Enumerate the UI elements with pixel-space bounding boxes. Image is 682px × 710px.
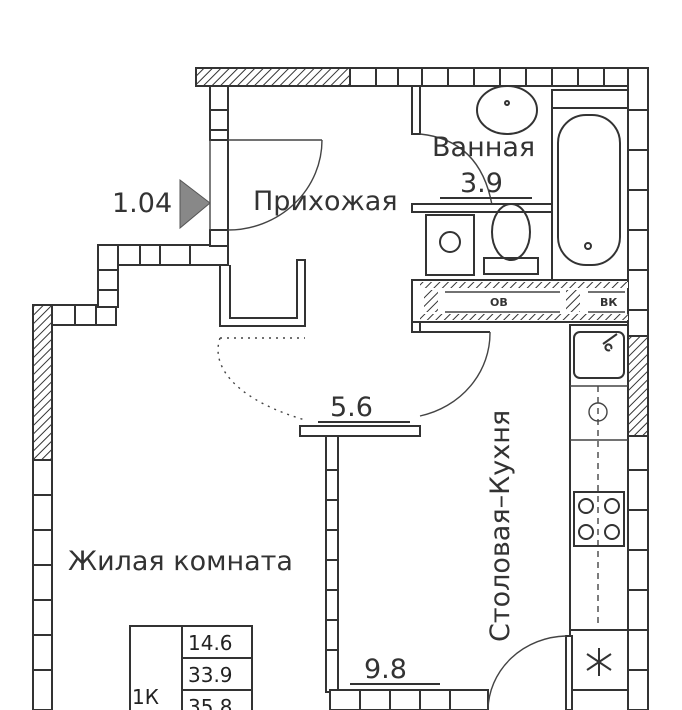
- entrance-label: 1.04: [112, 188, 172, 219]
- toilet-icon: [491, 203, 531, 261]
- entrance-door: [179, 85, 323, 247]
- bathroom-name: Ванная: [432, 132, 535, 163]
- bathtub-icon: [557, 114, 621, 266]
- total-living-value: 33.9: [188, 663, 233, 687]
- kitchen-sink-icon: [573, 331, 625, 379]
- kitchen: [299, 321, 629, 710]
- hallway-name: Прихожая: [253, 186, 398, 217]
- shaft-vk: ВК: [600, 296, 617, 309]
- total-area-value: 35.8: [188, 695, 233, 710]
- kitchen-area: 9.8: [364, 654, 407, 685]
- stove-icon: [573, 491, 625, 547]
- bathroom: [411, 85, 629, 323]
- living-area-value: 14.6: [188, 631, 233, 655]
- sink-icon: [476, 85, 538, 135]
- top-wall: [195, 67, 631, 87]
- living-room-name: Жилая комната: [68, 546, 293, 577]
- vent-icon: [586, 648, 612, 676]
- kitchen-name: Столовая–Кухня: [485, 410, 516, 642]
- left-wall: [32, 244, 229, 710]
- hallway-area: 5.6: [330, 392, 373, 423]
- shaft-ov: ОВ: [490, 296, 508, 309]
- bathroom-area: 3.9: [460, 168, 503, 199]
- area-summary-table: [129, 625, 253, 710]
- washing-machine-icon: [425, 214, 475, 276]
- apartment-type: 1К: [132, 685, 159, 709]
- right-wall: [627, 67, 649, 710]
- hallway-walls: [217, 259, 306, 421]
- entrance-arrow-icon: [179, 178, 211, 230]
